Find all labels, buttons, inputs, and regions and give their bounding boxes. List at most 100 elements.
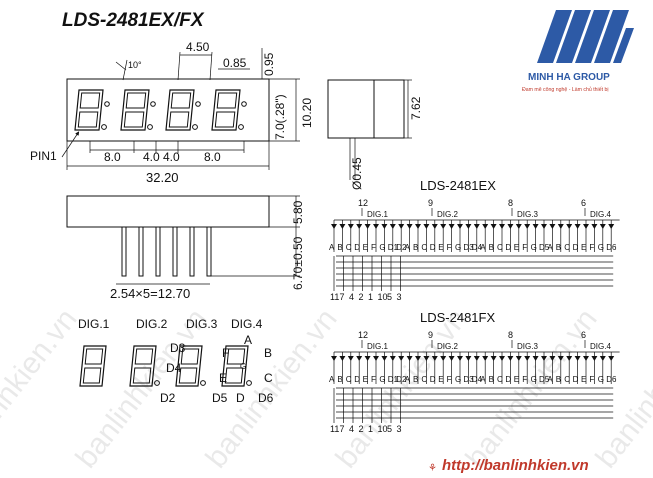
segment-led: A (329, 220, 337, 252)
segment-label: F (447, 243, 452, 252)
segment-led: D (354, 220, 363, 252)
watermark-text: banlinhkien.vn (330, 303, 474, 474)
map-digit-2 (129, 345, 160, 387)
pin1-label: PIN1 (30, 149, 57, 163)
segment-led: E (438, 220, 447, 252)
dim-6-70: 6.70±0.50 (291, 236, 305, 290)
segment-led: C (421, 352, 430, 384)
watermark-text: banlinhkien.vn (460, 303, 604, 474)
dp-label-d2: D2 (160, 391, 176, 405)
common-pin-label: 8 (508, 330, 513, 340)
front-colon-dot (150, 101, 156, 107)
common-pin-label: 6 (581, 330, 586, 340)
segment-pin-label: 3 (397, 424, 402, 434)
segment-label: D (505, 375, 511, 384)
segment-label: E (581, 243, 586, 252)
segment-label: G (379, 243, 385, 252)
segment-led: D (573, 352, 581, 384)
segment-label: D6 (606, 243, 617, 252)
digit-map-label-1: DIG.1 (78, 317, 110, 331)
segment-led: D (354, 352, 363, 384)
segment-label: E (438, 243, 443, 252)
segment-led: A (405, 220, 413, 252)
map-digit-4 (221, 345, 252, 387)
dim-7-0: 7.0(.28") (273, 94, 287, 140)
segment-label: F (371, 375, 376, 384)
segment-led: F (522, 352, 531, 384)
segment-pin-label: 7 (340, 292, 345, 302)
segment-led: E (514, 352, 522, 384)
segment-label: E (514, 375, 519, 384)
dim-10-20: 10.20 (300, 98, 314, 128)
segment-led: G (379, 352, 388, 384)
segment-pin-label: 2 (359, 292, 364, 302)
segment-pin-label: 11 (330, 424, 339, 434)
bottom-pin (138, 226, 144, 277)
segment-led: D (573, 220, 581, 252)
segment-led: B (489, 352, 497, 384)
segment-label: A (547, 375, 553, 384)
segment-led: B (337, 352, 346, 384)
segment-label: D (354, 243, 360, 252)
circuit-digit-label: DIG.4 (590, 210, 611, 219)
segment-label: D5 (539, 375, 550, 384)
segment-led: E (514, 220, 522, 252)
digit-map-label-3: DIG.3 (186, 317, 218, 331)
segment-led: D6 (606, 352, 617, 384)
common-pin-label: 6 (581, 198, 586, 208)
segment-led: A (480, 220, 489, 252)
segment-label: G (379, 375, 385, 384)
segment-pin-label: 10 (378, 292, 388, 302)
segment-pin-label: 5 (387, 292, 392, 302)
dp-label-d5: D5 (212, 391, 228, 405)
logo-tagline: Đam mê công nghệ - Làm chủ thiết bị (522, 86, 609, 93)
segment-label: F (447, 375, 452, 384)
segment-led: A (480, 352, 489, 384)
segment-label: C (497, 243, 503, 252)
segment-label: F (371, 243, 376, 252)
digit-map: DIG.1 DIG.2 DIG.3 DIG.4 D3 D4 D2 D5 D6 A… (78, 317, 274, 405)
segment-led: G (531, 220, 539, 252)
bottom-pin (189, 226, 195, 277)
segment-led: F (589, 220, 598, 252)
segment-led: D3 (463, 220, 474, 252)
segment-pin-label: 5 (387, 424, 392, 434)
dim-0-85: 0.85 (223, 56, 247, 70)
dim-4-0-left: 4.0 (143, 150, 160, 164)
front-digit-3 (165, 89, 198, 131)
segment-led: G (598, 220, 606, 252)
bottom-pin (155, 226, 161, 277)
segment-label: F (589, 375, 594, 384)
bottom-view: 5.80 6.70±0.50 2.54×5=12.70 (66, 195, 305, 301)
segment-label: D (573, 243, 579, 252)
common-pin-label: 8 (508, 198, 513, 208)
segment-led: E (438, 352, 447, 384)
segment-label: D (430, 375, 436, 384)
circuit-title: LDS-2481EX (420, 178, 496, 193)
seg-label-f: F (222, 346, 229, 360)
segment-led: E (363, 352, 371, 384)
segment-led: A (329, 352, 337, 384)
segment-label: B (413, 243, 418, 252)
segment-led: D (430, 352, 438, 384)
segment-label: C (421, 375, 427, 384)
common-pin-label: 12 (358, 198, 368, 208)
circuit-title: LDS-2481FX (420, 310, 495, 325)
seg-label-d: D (236, 391, 245, 405)
segment-led: C (346, 220, 354, 252)
front-view: PIN1 10° 4.50 0.85 0.95 7.0(.28") 10.20 … (30, 40, 314, 185)
segment-led: D (430, 220, 438, 252)
segment-pin-label: 1 (368, 424, 373, 434)
seg-label-a: A (244, 333, 252, 347)
dim-8-0-left: 8.0 (104, 150, 121, 164)
map-digit-group (79, 345, 252, 387)
segment-led: G (598, 352, 606, 384)
segment-led: A (547, 352, 556, 384)
segment-label: E (581, 375, 586, 384)
segment-led: D5 (539, 352, 550, 384)
segment-led: C (564, 220, 573, 252)
angle-label: 10° (128, 60, 142, 70)
segment-led: C (346, 352, 354, 384)
segment-label: B (337, 375, 342, 384)
